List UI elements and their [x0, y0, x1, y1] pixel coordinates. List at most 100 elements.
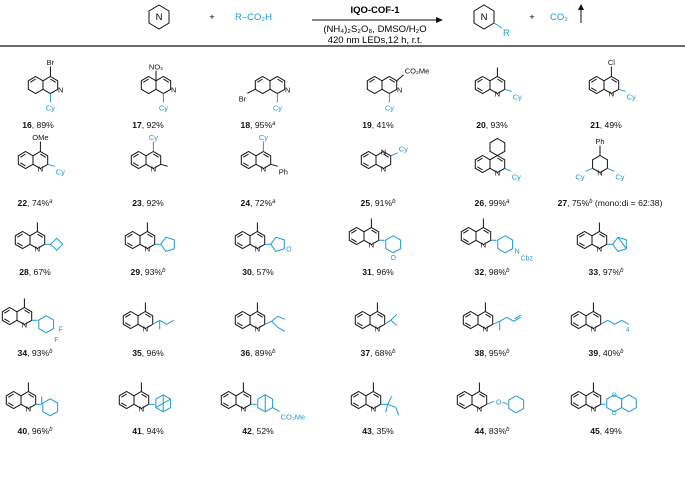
bromo-label: Br: [239, 94, 247, 103]
product-label: 41, 94%: [132, 426, 164, 436]
benzo-ring: [27, 75, 44, 95]
n-atom-label: N: [495, 169, 500, 178]
benzo-ring: [474, 75, 491, 95]
chloro-label: Cl: [608, 58, 615, 67]
double-bond: [223, 393, 229, 398]
product-number: 39: [589, 348, 599, 358]
pyridine-ring: [32, 150, 49, 170]
cyclohexyl-bond: [47, 163, 55, 167]
pyridine-ring: [42, 75, 59, 95]
product-label: 33, 97%b: [589, 267, 625, 277]
double-bond: [351, 229, 357, 234]
product-label: 43, 35%: [362, 426, 394, 436]
double-bond: [611, 78, 617, 83]
double-bond: [477, 78, 483, 83]
cyclohexyl-label: Cy: [56, 167, 65, 176]
plus-sign: +: [209, 12, 215, 23]
n-atom-label: N: [285, 85, 290, 94]
alkyl-bond: [271, 315, 279, 322]
ester-bond: [396, 74, 405, 82]
benzo-ring: [360, 150, 377, 170]
phenyl-label: Ph: [595, 137, 604, 146]
product-yield: , 94%: [142, 426, 164, 436]
product-number: 28: [19, 267, 29, 277]
benzo-ring: [234, 230, 251, 250]
yield-footnote: b: [506, 349, 510, 355]
product-label: 29, 93%b: [131, 267, 167, 277]
pyridine-ring: [489, 154, 506, 174]
benzo-ring: [570, 390, 587, 410]
n-atom-label: N: [597, 169, 602, 178]
conditions-line-1: (NH₄)₂S₂O₈, DMSO/H₂O: [323, 24, 426, 35]
cyclohexyl-bond: [504, 167, 511, 172]
pyridine-ring: [363, 226, 380, 246]
n-atom-label: N: [481, 241, 486, 250]
oxygen-label: O: [612, 410, 617, 417]
phenyl-bond: [270, 163, 278, 167]
product-number: 26: [475, 198, 485, 208]
cyclohexyl-label: Cy: [512, 172, 521, 181]
product-r-label: R: [503, 28, 510, 39]
double-bond: [383, 153, 389, 158]
structure-43: N: [350, 382, 400, 416]
alkenyl-bond: [506, 316, 514, 322]
double-bond: [377, 313, 383, 318]
pyridine-ring: [475, 226, 492, 246]
n-atom-label: N: [241, 405, 246, 414]
double-bond: [145, 313, 151, 318]
double-bond: [477, 166, 483, 171]
pyridine-ring: [591, 230, 608, 250]
benzo-ring: [14, 230, 31, 250]
pyridine-ring: [592, 154, 608, 174]
structure-36: N: [234, 302, 285, 334]
n-atom-label: N: [22, 321, 27, 330]
cyclobutyl: [49, 237, 64, 252]
product-yield: , 91%: [370, 198, 392, 208]
pyridine-ring: [269, 75, 286, 95]
alkyl-bond: [277, 315, 285, 320]
double-bond: [369, 78, 375, 83]
double-bond: [479, 393, 485, 398]
double-bond: [389, 78, 395, 83]
product-number: 38: [475, 348, 485, 358]
oxygen-label: O: [496, 399, 502, 406]
double-bond: [17, 233, 23, 238]
product-yield: , 96%: [142, 348, 164, 358]
product-label: 35, 96%: [132, 348, 164, 358]
double-bond: [121, 402, 127, 407]
alkyl-bond: [159, 319, 167, 325]
tetrahydropyranyl: [385, 235, 402, 254]
product-yield: , 40%: [598, 348, 620, 358]
double-bond: [485, 313, 491, 318]
benzo-ring: [366, 75, 383, 95]
structure-44: NO: [456, 382, 525, 414]
product-label: 20, 93%: [476, 120, 508, 130]
pyridine-ring: [381, 75, 398, 95]
n-atom-label: N: [597, 245, 602, 254]
benzo-ring: [140, 75, 157, 95]
pyridine-ring: [369, 310, 386, 330]
cyclohexyl-bond: [390, 152, 398, 157]
bridge-bond: [617, 236, 627, 249]
benzo-ring: [460, 226, 477, 246]
product-label: 45, 49%: [590, 426, 622, 436]
product-label: 19, 41%: [362, 120, 394, 130]
product-yield: , 95%: [250, 120, 272, 130]
cyclohexyl-label: Cy: [513, 92, 522, 101]
pyridine-ring: [235, 390, 252, 410]
co2-byproduct: CO₂: [550, 12, 568, 23]
pyridine-ring: [365, 390, 382, 410]
cyclohexyl-label: Cy: [627, 92, 636, 101]
structure-33: N: [576, 222, 627, 254]
n-atom-label: N: [369, 241, 374, 250]
product-number: 30: [242, 267, 252, 277]
double-bond: [579, 233, 585, 238]
pyridine-ring: [29, 230, 46, 250]
product-number: 32: [475, 267, 485, 277]
n-atom-label: N: [591, 325, 596, 334]
product-yield: , 75%: [567, 198, 589, 208]
double-bond: [24, 309, 30, 314]
product-yield: , 93%: [27, 348, 49, 358]
